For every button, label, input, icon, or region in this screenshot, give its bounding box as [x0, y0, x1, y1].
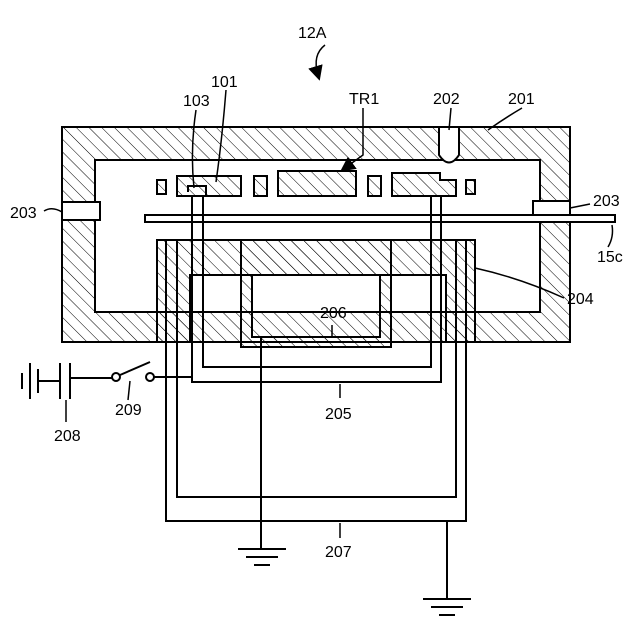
sensor-body	[439, 127, 459, 163]
ground-symbol-right	[423, 599, 471, 615]
electrode-right	[392, 173, 456, 196]
chamber-wall	[62, 127, 570, 342]
electrode-101	[177, 176, 241, 196]
label-206: 206	[320, 305, 347, 322]
label-202: 202	[433, 91, 460, 108]
leader-203-right	[570, 204, 590, 208]
label-204: 204	[567, 291, 594, 308]
label-207: 207	[325, 544, 352, 561]
label-103: 103	[183, 93, 210, 110]
substrate-15c	[145, 215, 615, 222]
label-12a: 12A	[298, 25, 327, 42]
ground-symbol-left	[238, 549, 286, 565]
label-208: 208	[54, 428, 81, 445]
electrode-segment	[466, 180, 475, 194]
label-203-right: 203	[593, 193, 620, 210]
leader-203-left	[44, 209, 62, 212]
leader-15c	[608, 225, 613, 247]
switch-209	[112, 362, 192, 381]
label-201: 201	[508, 91, 535, 108]
power-supply-208	[22, 363, 112, 399]
label-203-left: 203	[10, 205, 37, 222]
leader-209	[128, 381, 130, 400]
wire-207-inner	[177, 240, 456, 497]
label-205: 205	[325, 406, 352, 423]
electrode-segment	[368, 176, 381, 196]
wire-207-outer	[166, 240, 466, 521]
label-15c: 15c	[597, 249, 623, 266]
port-left	[62, 202, 100, 220]
label-tr1: TR1	[349, 91, 379, 108]
wire-205	[192, 196, 441, 382]
electrode-center	[278, 171, 356, 196]
electrode-segment	[157, 180, 166, 194]
leader-12a	[316, 45, 325, 75]
electrode-segment	[254, 176, 267, 196]
label-101: 101	[211, 74, 238, 91]
label-209: 209	[115, 402, 142, 419]
